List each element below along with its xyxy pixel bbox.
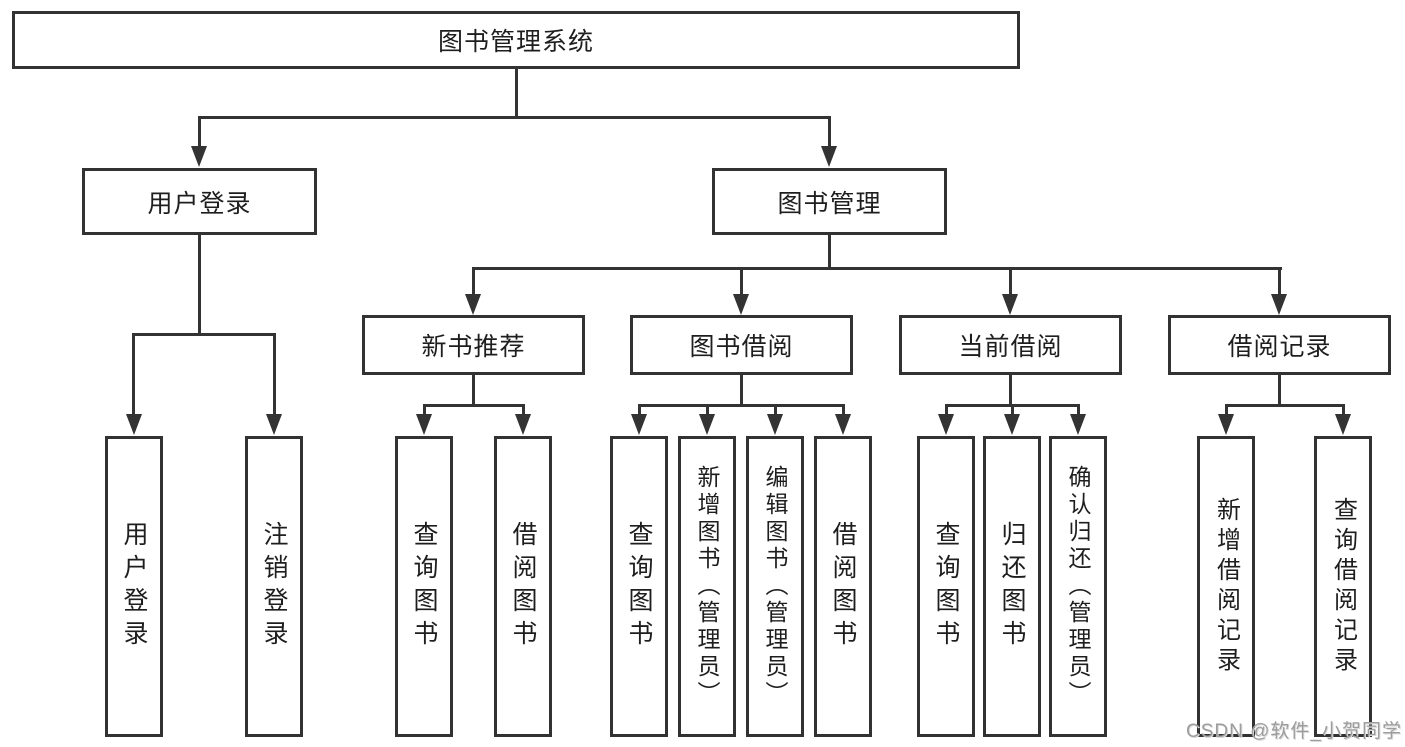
node-label: 编辑图书（管理员）	[762, 465, 788, 708]
node-label: 用户登录	[147, 189, 252, 218]
node-library-management-system: 图书管理系统	[12, 11, 1020, 69]
leaf-query-borrow-record: 查询借阅记录	[1314, 436, 1372, 737]
connector-line	[132, 333, 276, 336]
node-label: 借阅图书	[829, 520, 857, 653]
node-label: 查询借阅记录	[1329, 496, 1357, 677]
connector-line	[828, 235, 831, 270]
node-label: 新增图书（管理员）	[694, 465, 720, 708]
connector-line	[706, 404, 709, 416]
connector-line	[774, 404, 777, 416]
connector-line	[1278, 267, 1281, 295]
connector-line	[1225, 404, 1345, 407]
connector-line	[198, 235, 201, 336]
connector-line	[198, 116, 831, 119]
arrow-down-icon	[699, 414, 715, 435]
connector-line	[740, 267, 743, 295]
connector-line	[1225, 404, 1228, 416]
arrow-down-icon	[821, 146, 837, 167]
node-label: 新书推荐	[421, 333, 526, 361]
leaf-query-books-borrowing: 查询图书	[610, 436, 668, 737]
watermark: CSDN @软件_小贺同学	[1186, 721, 1402, 742]
connector-line	[842, 404, 845, 416]
node-label: 借阅记录	[1227, 333, 1332, 361]
arrow-down-icon	[1070, 414, 1086, 435]
leaf-query-books-recommend: 查询图书	[395, 436, 453, 737]
leaf-borrow-books-borrowing: 借阅图书	[814, 436, 872, 737]
connector-line	[515, 69, 518, 119]
connector-line	[273, 333, 276, 415]
arrow-down-icon	[1271, 294, 1287, 315]
leaf-edit-books-admin: 编辑图书（管理员）	[746, 436, 804, 737]
arrow-down-icon	[1002, 294, 1018, 315]
node-current-borrowing: 当前借阅	[899, 315, 1122, 375]
node-label: 图书管理系统	[437, 28, 594, 56]
connector-line	[740, 375, 743, 407]
connector-line	[423, 404, 525, 407]
arrow-down-icon	[733, 294, 749, 315]
arrow-down-icon	[1218, 414, 1234, 435]
leaf-return-books: 归还图书	[983, 436, 1041, 737]
node-borrowing-records: 借阅记录	[1168, 315, 1391, 375]
leaf-borrow-books-recommend: 借阅图书	[494, 436, 552, 737]
connector-line	[198, 116, 201, 148]
connector-line	[132, 333, 135, 415]
connector-line	[1009, 375, 1012, 407]
leaf-logout-login: 注销登录	[245, 436, 303, 737]
node-user-login: 用户登录	[82, 168, 317, 235]
leaf-user-login: 用户登录	[105, 436, 163, 737]
arrow-down-icon	[767, 414, 783, 435]
connector-line	[472, 375, 475, 407]
node-label: 注销登录	[260, 520, 288, 653]
arrow-down-icon	[416, 414, 432, 435]
arrow-down-icon	[1004, 414, 1020, 435]
connector-line	[828, 116, 831, 148]
node-label: 用户登录	[120, 520, 148, 653]
node-label: 当前借阅	[958, 333, 1063, 361]
node-label: 归还图书	[998, 520, 1026, 653]
connector-line	[423, 404, 426, 416]
leaf-add-books-admin: 新增图书（管理员）	[678, 436, 736, 737]
connector-line	[1009, 267, 1012, 295]
node-label: 图书管理	[777, 189, 882, 218]
node-new-book-recommendation: 新书推荐	[362, 315, 585, 375]
connector-line	[945, 404, 948, 416]
connector-line	[1278, 375, 1281, 407]
connector-line	[522, 404, 525, 416]
connector-line	[1011, 404, 1014, 416]
leaf-add-borrow-record: 新增借阅记录	[1197, 436, 1255, 737]
connector-line	[1342, 404, 1345, 416]
connector-line	[638, 404, 641, 416]
node-book-borrowing: 图书借阅	[630, 315, 853, 375]
node-label: 借阅图书	[509, 520, 537, 653]
arrow-down-icon	[191, 146, 207, 167]
arrow-down-icon	[515, 414, 531, 435]
arrow-down-icon	[938, 414, 954, 435]
node-label: 确认归还（管理员）	[1065, 465, 1091, 708]
arrow-down-icon	[631, 414, 647, 435]
arrow-down-icon	[465, 294, 481, 315]
arrow-down-icon	[1335, 414, 1351, 435]
connector-line	[472, 267, 1282, 270]
node-label: 查询图书	[410, 520, 438, 653]
arrow-down-icon	[835, 414, 851, 435]
leaf-confirm-return-admin: 确认归还（管理员）	[1049, 436, 1107, 737]
leaf-query-books-current: 查询图书	[917, 436, 975, 737]
connector-line	[1077, 404, 1080, 416]
connector-line	[638, 404, 845, 407]
node-label: 查询图书	[932, 520, 960, 653]
connector-line	[472, 267, 475, 295]
arrow-down-icon	[126, 414, 142, 435]
node-book-management: 图书管理	[712, 168, 947, 235]
arrow-down-icon	[266, 414, 282, 435]
node-label: 图书借阅	[689, 333, 794, 361]
node-label: 查询图书	[625, 520, 653, 653]
node-label: 新增借阅记录	[1212, 496, 1240, 677]
